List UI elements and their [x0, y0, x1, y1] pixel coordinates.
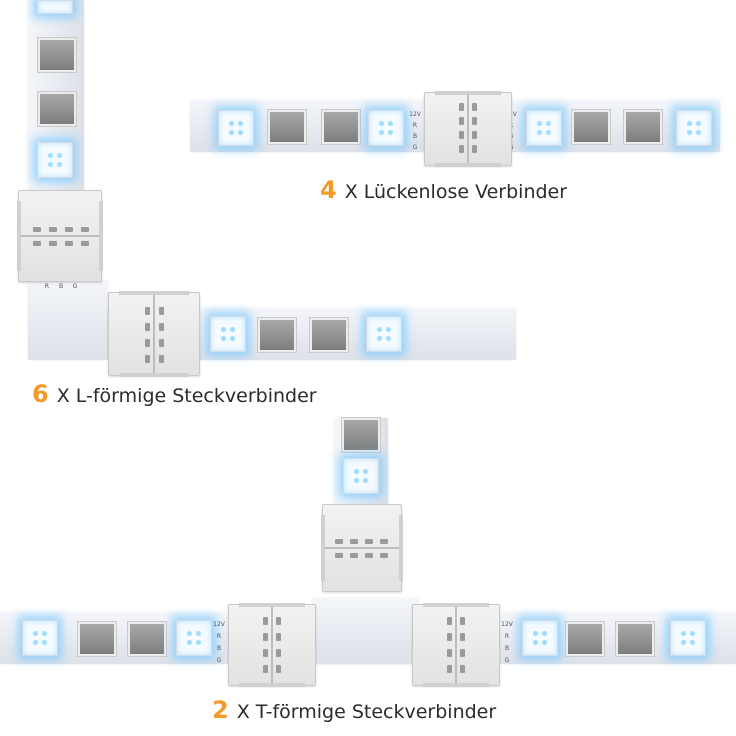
connector-clip-horizontal	[108, 291, 200, 377]
chip	[38, 92, 76, 126]
quantity: 4	[320, 176, 337, 204]
connector-clip-vertical	[17, 190, 103, 282]
led-smd	[670, 620, 706, 656]
pad-label: G	[504, 657, 510, 664]
chip	[566, 622, 604, 656]
chip	[258, 318, 296, 352]
chip	[572, 110, 610, 144]
pad-label: G	[412, 144, 418, 151]
connector-clip-stem	[321, 504, 403, 592]
pad-label: R	[44, 283, 50, 290]
chip	[268, 110, 306, 144]
led-smd	[526, 110, 562, 146]
quantity: 2	[212, 696, 229, 724]
caption-t-shaped: 2 X T-förmige Steckverbinder	[212, 696, 496, 724]
connector-clip-left	[228, 603, 316, 687]
chip	[342, 418, 380, 452]
pad-label: R	[504, 633, 510, 640]
connector-clip-gapless	[424, 91, 512, 167]
caption-l-shaped: 6 X L-förmige Steckverbinder	[32, 380, 317, 408]
pad-label: B	[412, 133, 418, 140]
led-smd	[210, 316, 246, 352]
led-smd	[37, 142, 73, 178]
chip	[322, 110, 360, 144]
caption-text: X Lückenlose Verbinder	[344, 181, 568, 203]
chip	[38, 38, 76, 72]
led-smd	[676, 110, 712, 146]
pad-label: R	[216, 633, 222, 640]
led-smd	[176, 620, 212, 656]
pad-label: R	[412, 122, 418, 129]
chip	[78, 622, 116, 656]
pad-label: G	[72, 283, 78, 290]
led-smd	[37, 0, 73, 14]
chip	[616, 622, 654, 656]
connector-clip-right	[412, 603, 500, 687]
pad-label: 12V	[213, 621, 225, 628]
pad-label: B	[58, 283, 64, 290]
led-smd	[343, 458, 379, 494]
quantity: 6	[32, 380, 49, 408]
pad-label: 12V	[409, 111, 421, 118]
pad-label: 12V	[501, 621, 513, 628]
led-smd	[522, 620, 558, 656]
pad-label: G	[216, 657, 222, 664]
led-smd	[366, 316, 402, 352]
pad-label: B	[504, 645, 510, 652]
caption-text: X L-förmige Steckverbinder	[56, 385, 317, 407]
chip	[624, 110, 662, 144]
chip	[310, 318, 348, 352]
caption-gapless: 4 X Lückenlose Verbinder	[320, 176, 567, 204]
pad-label: B	[216, 645, 222, 652]
chip	[128, 622, 166, 656]
led-smd	[22, 620, 58, 656]
caption-text: X T-förmige Steckverbinder	[236, 701, 497, 723]
led-smd	[218, 110, 254, 146]
led-strip-t-center	[312, 598, 418, 664]
led-strip-corner	[28, 280, 108, 360]
led-smd	[368, 110, 404, 146]
